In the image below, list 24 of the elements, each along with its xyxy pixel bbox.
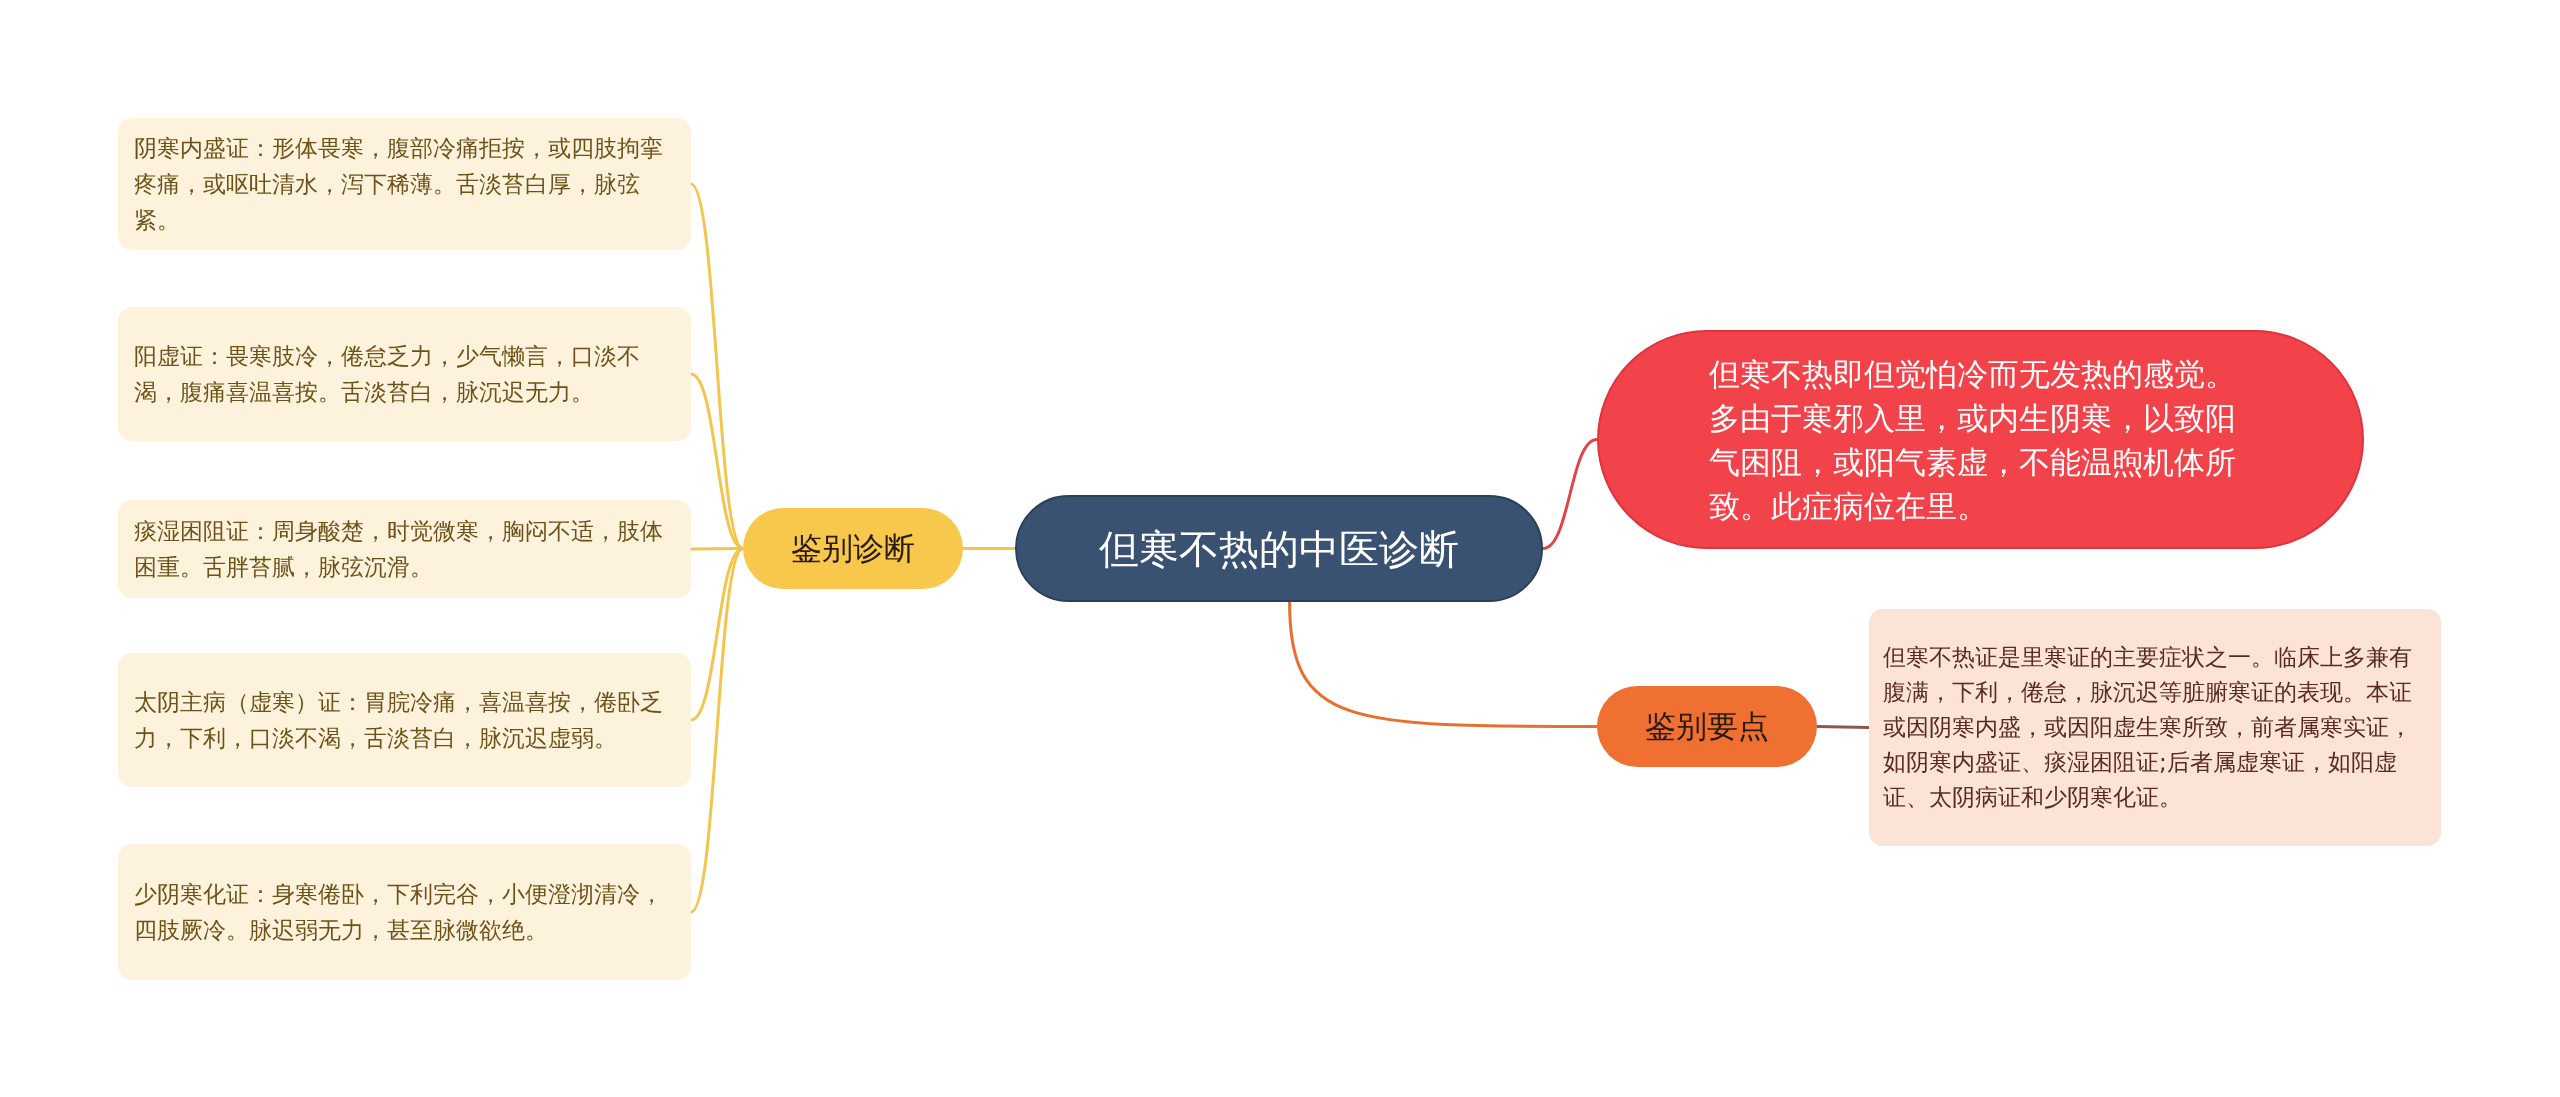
note-text: 太阴主病（虚寒）证：胃脘冷痛，喜温喜按，倦卧乏力，下利，口淡不渴，舌淡苔白，脉沉迟虚弱。 xyxy=(134,688,664,753)
branch-text: 鉴别要点 xyxy=(1645,707,1769,747)
connector xyxy=(963,547,1015,550)
connector xyxy=(689,547,745,913)
note-box xyxy=(118,500,691,598)
connector xyxy=(690,547,744,722)
summary-text: 但寒不热即但觉怕冷而无发热的感觉。多由于寒邪入里，或内生阴寒，以致阳气困阻，或阳气素虚，不能温煦机体所致。此症病位在里。 xyxy=(1709,354,2237,526)
note-text: 阳虚证：畏寒肢冷，倦怠乏力，少气懒言，口淡不渴，腹痛喜温喜按。舌淡苔白，脉沉迟无力。 xyxy=(134,342,641,407)
connector xyxy=(690,372,744,550)
note-text: 但寒不热证是里寒证的主要症状之一。临床上多兼有腹满，下利，倦怠，脉沉迟等脏腑寒证的表现。本证或因阴寒内盛，或因阳虚生寒所致，前者属寒实证，如阴寒内盛证、痰湿困阻证;后者属虚寒证，如阳虚证、太阴病证和少阴寒化证。 xyxy=(1883,643,2413,812)
note-text: 阴寒内盛证：形体畏寒，腹部冷痛拒按，或四肢拘挛疼痛，或呕吐清水，泻下稀薄。舌淡苔白厚，脉弦紧。 xyxy=(134,134,664,235)
note-box xyxy=(118,653,691,787)
note-text: 少阴寒化证：身寒倦卧，下利完谷，小便澄沏清冷，四肢厥冷。脉迟弱无力，甚至脉微欲绝。 xyxy=(134,880,664,945)
connector xyxy=(1542,438,1598,550)
connector xyxy=(689,183,745,550)
note-box xyxy=(118,307,691,441)
note-box xyxy=(1869,609,2441,846)
connector xyxy=(1816,725,1870,729)
note-box xyxy=(118,118,691,250)
connector xyxy=(1288,601,1597,728)
note-box xyxy=(118,844,691,980)
note-text: 痰湿困阻证：周身酸楚，时觉微寒，胸闷不适，肢体困重。舌胖苔腻，脉弦沉滑。 xyxy=(134,517,664,582)
topic-text: 但寒不热的中医诊断 xyxy=(1099,524,1459,574)
branch-text: 鉴别诊断 xyxy=(791,529,915,569)
